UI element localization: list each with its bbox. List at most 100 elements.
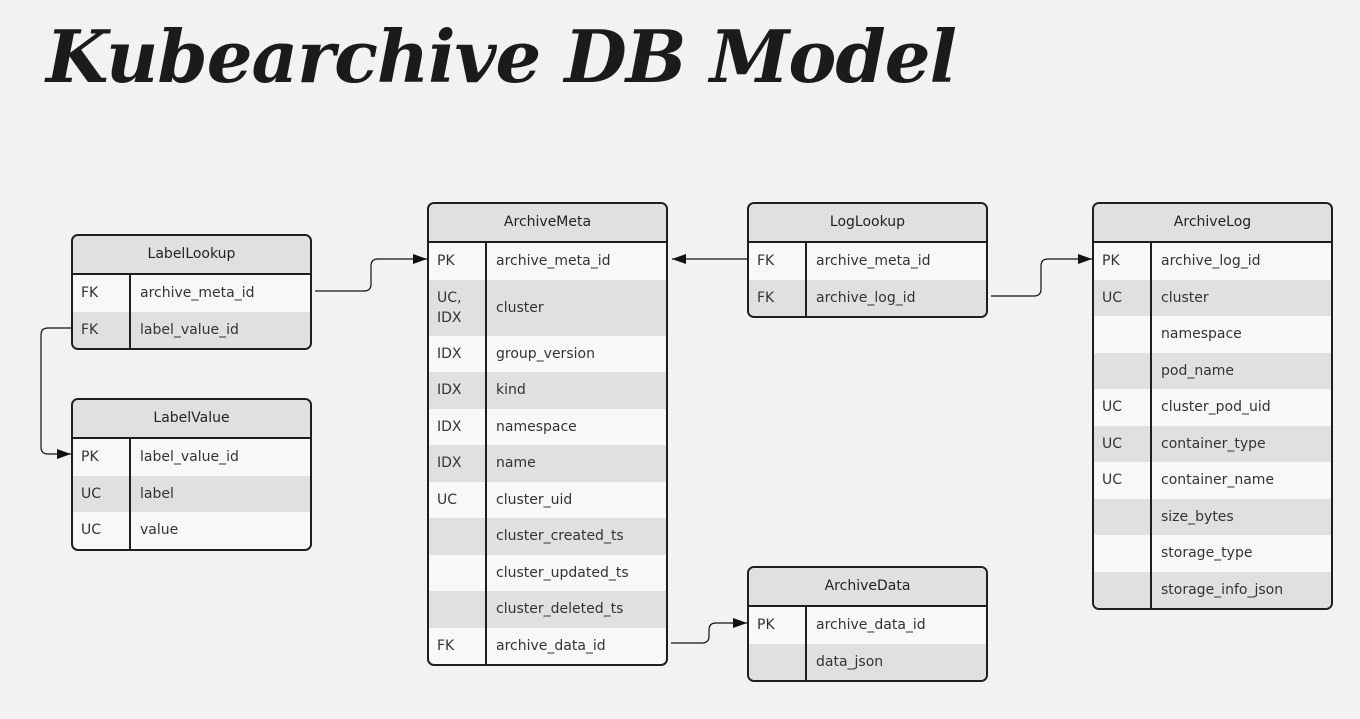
entity-column-row: UC cluster_pod_uid — [1094, 389, 1331, 426]
entity-column-row: FK archive_meta_id — [73, 275, 310, 312]
entity-header: LogLookup — [749, 204, 986, 243]
entity-column-row: cluster_updated_ts — [429, 554, 666, 591]
column-name: label_value_id — [140, 321, 239, 338]
column-key: FK — [429, 627, 487, 664]
column-name: archive_log_id — [816, 289, 916, 306]
entity-column-row: UC label — [73, 475, 310, 512]
column-key: UC — [73, 512, 131, 549]
column-key: IDX — [429, 408, 487, 445]
entity-column-row: storage_type — [1094, 535, 1331, 572]
column-key: IDX — [429, 445, 487, 482]
column-key — [1094, 498, 1152, 535]
column-name: archive_meta_id — [496, 253, 611, 270]
entity-column-row: storage_info_json — [1094, 571, 1331, 608]
column-key: UC, IDX — [429, 279, 487, 336]
column-name: namespace — [1161, 326, 1242, 343]
column-name: container_name — [1161, 472, 1275, 489]
column-key: PK — [73, 439, 131, 476]
column-key: UC — [429, 481, 487, 518]
entity-column-row: PK archive_meta_id — [429, 243, 666, 280]
column-name: group_version — [496, 345, 595, 362]
entity-column-row: UC cluster_uid — [429, 481, 666, 518]
column-name: label — [140, 485, 174, 502]
column-name: storage_info_json — [1161, 581, 1284, 598]
column-key: UC — [73, 475, 131, 512]
column-name: cluster_uid — [496, 491, 573, 508]
entity-column-row: FK archive_log_id — [749, 279, 986, 316]
column-name: data_json — [816, 653, 884, 670]
column-key: FK — [749, 243, 807, 280]
connector-archivemeta-archivedata — [671, 618, 747, 644]
column-name: label_value_id — [140, 449, 239, 466]
column-key — [1094, 316, 1152, 353]
column-key — [429, 554, 487, 591]
column-name: cluster_pod_uid — [1161, 399, 1271, 416]
entity-column-row: FK label_value_id — [73, 311, 310, 348]
entity-column-row: PK archive_log_id — [1094, 243, 1331, 280]
column-key: UC — [1094, 279, 1152, 316]
column-name: container_type — [1161, 435, 1266, 452]
column-key: UC — [1094, 425, 1152, 462]
column-name: cluster_created_ts — [496, 528, 624, 545]
column-name: storage_type — [1161, 545, 1253, 562]
column-key — [1094, 352, 1152, 389]
connector-labellookup-labelvalue — [40, 327, 72, 459]
column-name: cluster_updated_ts — [496, 564, 629, 581]
column-name: cluster — [496, 299, 544, 316]
entity-column-row: namespace — [1094, 316, 1331, 353]
entity-column-row: FK archive_meta_id — [749, 243, 986, 280]
column-name: cluster_deleted_ts — [496, 601, 624, 618]
column-name: archive_data_id — [496, 637, 606, 654]
column-key: PK — [1094, 243, 1152, 280]
entity-column-row: IDX kind — [429, 372, 666, 409]
entity-column-row: IDX name — [429, 445, 666, 482]
column-key: UC — [1094, 462, 1152, 499]
connector-loglookup-archivelog — [991, 254, 1092, 297]
column-key: FK — [73, 275, 131, 312]
column-name: pod_name — [1161, 362, 1235, 379]
column-key — [429, 518, 487, 555]
column-key — [1094, 535, 1152, 572]
entity-header: ArchiveData — [749, 568, 986, 607]
entity-column-row: UC container_type — [1094, 425, 1331, 462]
entity-header: LabelLookup — [73, 236, 310, 275]
column-key — [1094, 571, 1152, 608]
column-key: PK — [429, 243, 487, 280]
column-name: archive_log_id — [1161, 253, 1261, 270]
entity-column-row: IDX group_version — [429, 335, 666, 372]
column-name: kind — [496, 382, 526, 399]
entity-column-row: UC value — [73, 512, 310, 549]
connector-labellookup-archivemeta — [315, 254, 427, 292]
entity-column-row: PK label_value_id — [73, 439, 310, 476]
entity-column-row: UC container_name — [1094, 462, 1331, 499]
column-key: FK — [73, 311, 131, 348]
entity-column-row: cluster_created_ts — [429, 518, 666, 555]
column-name: size_bytes — [1161, 508, 1234, 525]
column-key: IDX — [429, 372, 487, 409]
entity-column-row: UC, IDX cluster — [429, 279, 666, 336]
page-title: Kubearchive DB Model — [46, 14, 957, 99]
column-name: value — [140, 522, 179, 539]
entity-column-row: data_json — [749, 643, 986, 680]
entity-column-row: FK archive_data_id — [429, 627, 666, 664]
column-key — [429, 591, 487, 628]
column-name: archive_meta_id — [816, 253, 931, 270]
entity-header: LabelValue — [73, 400, 310, 439]
column-name: name — [496, 455, 536, 472]
column-name: cluster — [1161, 289, 1209, 306]
entity-column-row: cluster_deleted_ts — [429, 591, 666, 628]
entity-header: ArchiveLog — [1094, 204, 1331, 243]
column-key: UC — [1094, 389, 1152, 426]
column-key: IDX — [429, 335, 487, 372]
column-name: archive_meta_id — [140, 285, 255, 302]
entity-column-row: UC cluster — [1094, 279, 1331, 316]
column-key: PK — [749, 607, 807, 644]
column-key: FK — [749, 279, 807, 316]
